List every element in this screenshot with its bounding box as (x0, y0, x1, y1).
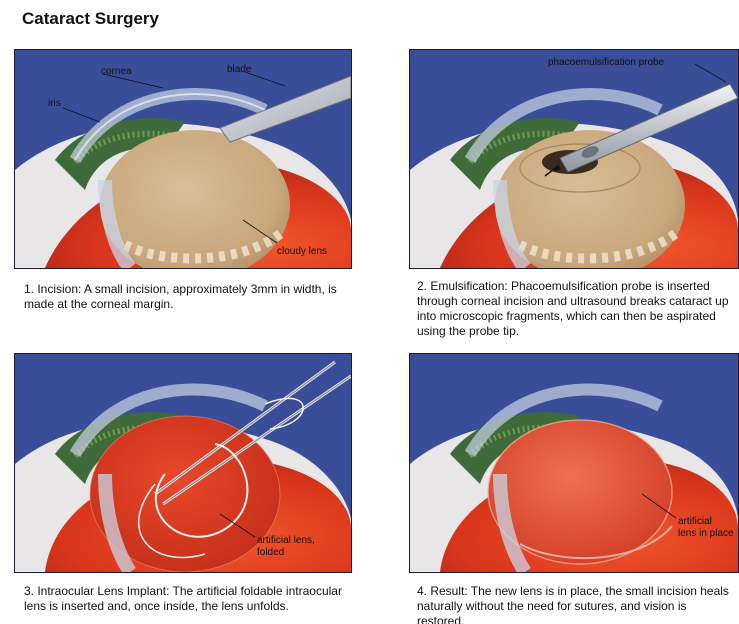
eye-illustration-emulsification: phacoemulsification probe (410, 50, 738, 268)
label-artificial-lens-in-place-line1: artificial (678, 516, 712, 527)
caption-emulsification: 2. Emulsification: Phacoemulsification p… (417, 279, 735, 339)
eye-illustration-implant: artificial lens, folded (15, 354, 351, 572)
label-phaco-probe: phacoemulsification probe (548, 57, 665, 68)
panel-incision: cornea blade iris cloudy lens (14, 49, 352, 269)
caption-lens-implant: 3. Intraocular Lens Implant: The artific… (24, 584, 349, 624)
caption-incision: 1. Incision: A small incision, approxima… (24, 282, 349, 312)
label-blade: blade (227, 64, 252, 75)
panel-emulsification: phacoemulsification probe (409, 49, 739, 269)
panel-lens-implant: artificial lens, folded (14, 353, 352, 573)
eye-illustration-result: artificial lens in place (410, 354, 738, 572)
eye-illustration-incision: cornea blade iris cloudy lens (15, 50, 351, 268)
label-cornea: cornea (101, 66, 132, 77)
label-artificial-lens-folded-line1: artificial lens, (257, 535, 315, 546)
label-artificial-lens-folded-line2: folded (257, 547, 284, 558)
label-artificial-lens-in-place-line2: lens in place (678, 528, 734, 539)
caption-result: 4. Result: The new lens is in place, the… (417, 584, 735, 624)
label-cloudy-lens: cloudy lens (277, 246, 327, 257)
page-title: Cataract Surgery (22, 9, 159, 29)
panel-result: artificial lens in place (409, 353, 739, 573)
label-iris: iris (48, 98, 61, 109)
